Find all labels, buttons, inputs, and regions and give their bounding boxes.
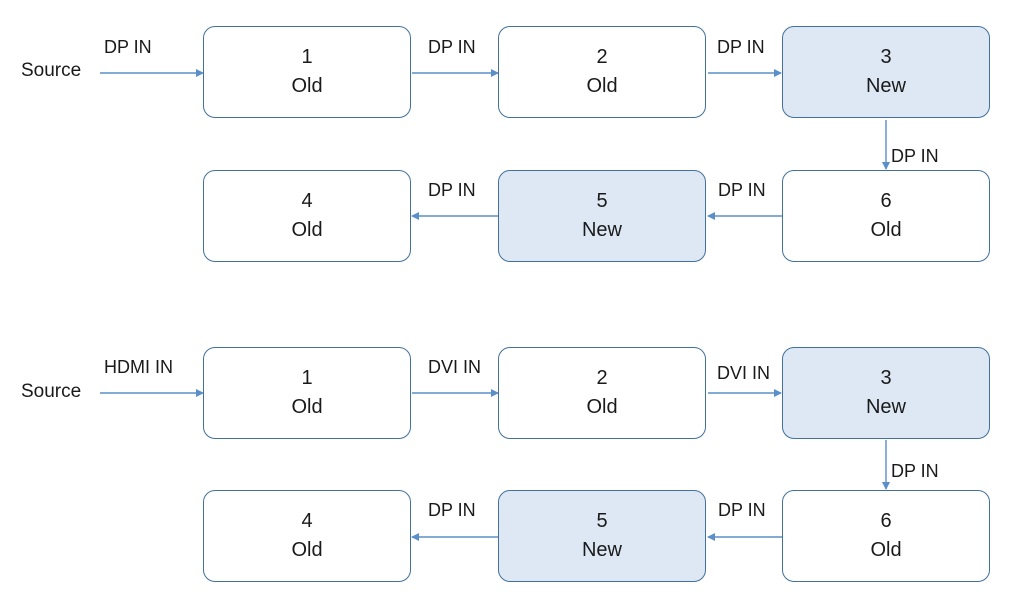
link-label-5-to-4: DP IN — [428, 180, 476, 200]
display-number: 4 — [301, 190, 313, 212]
display-number: 5 — [596, 190, 608, 212]
display-status: New — [581, 219, 622, 241]
link-label-2-to-3: DP IN — [717, 37, 765, 57]
display-status: New — [581, 539, 622, 561]
display-box-3: 3 New — [782, 347, 990, 439]
display-status: Old — [870, 539, 902, 561]
link-label-3-to-6: DP IN — [891, 461, 939, 481]
display-box-1: 1 Old — [203, 347, 411, 439]
display-box-4: 4 Old — [203, 490, 411, 582]
display-box-2: 2 Old — [498, 347, 706, 439]
display-box-1: 1 Old — [203, 26, 411, 118]
display-box-6: 6 Old — [782, 490, 990, 582]
display-box-3: 3 New — [782, 26, 990, 118]
display-number: 2 — [596, 367, 608, 389]
display-box-5: 5 New — [498, 170, 706, 262]
display-number: 5 — [596, 510, 608, 532]
source-label: Source — [21, 60, 82, 81]
display-number: 6 — [880, 190, 892, 212]
link-label-2-to-3: DVI IN — [717, 363, 771, 383]
display-number: 3 — [880, 46, 892, 68]
display-status: Old — [291, 219, 323, 241]
display-status: New — [865, 396, 906, 418]
link-label-5-to-4: DP IN — [428, 500, 476, 520]
display-box-4: 4 Old — [203, 170, 411, 262]
display-status: New — [865, 75, 906, 97]
display-number: 4 — [301, 510, 313, 532]
display-box-5: 5 New — [498, 490, 706, 582]
link-label-1-to-2: DVI IN — [428, 357, 482, 377]
display-box-6: 6 Old — [782, 170, 990, 262]
link-label-source-to-1: DP IN — [104, 37, 152, 57]
link-label-3-to-6: DP IN — [891, 146, 939, 166]
display-status: Old — [291, 75, 323, 97]
link-label-source-to-1: HDMI IN — [104, 357, 173, 377]
display-status: Old — [586, 396, 618, 418]
display-box-2: 2 Old — [498, 26, 706, 118]
source-label: Source — [21, 381, 82, 402]
display-number: 3 — [880, 367, 892, 389]
display-number: 2 — [596, 46, 608, 68]
display-number: 6 — [880, 510, 892, 532]
display-number: 1 — [301, 367, 313, 389]
display-number: 1 — [301, 46, 313, 68]
link-label-1-to-2: DP IN — [428, 37, 476, 57]
display-status: Old — [291, 396, 323, 418]
display-status: Old — [586, 75, 618, 97]
link-label-6-to-5: DP IN — [718, 500, 766, 520]
link-label-6-to-5: DP IN — [718, 180, 766, 200]
display-status: Old — [291, 539, 323, 561]
display-status: Old — [870, 219, 902, 241]
